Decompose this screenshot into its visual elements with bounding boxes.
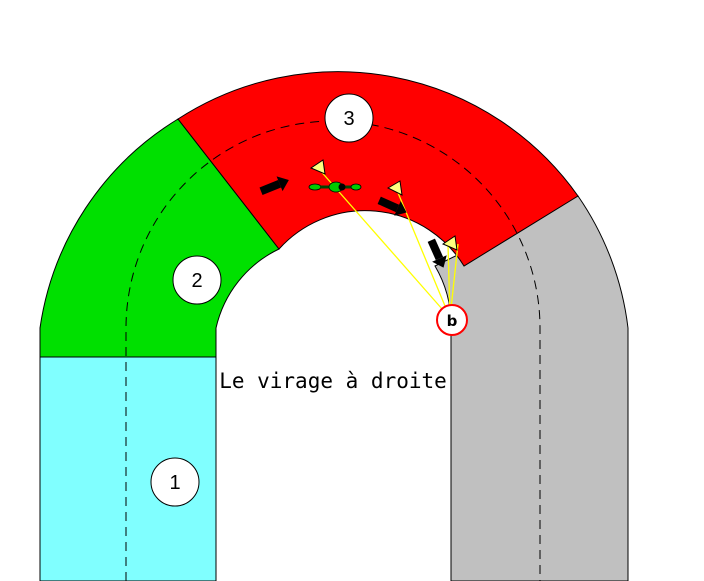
svg-text:3: 3	[343, 108, 354, 130]
svg-text:1: 1	[169, 472, 180, 494]
zone-label-2: 2	[172, 255, 222, 305]
zone-label-1: 1	[150, 457, 200, 507]
cone-icon	[386, 180, 403, 196]
cone-icon	[441, 235, 458, 251]
direction-arrow-icon	[377, 196, 407, 216]
zone-2-curve-entry	[39, 118, 280, 358]
zone-3-curve-apex	[177, 71, 579, 267]
svg-text:b: b	[447, 312, 458, 330]
direction-arrow-icon	[259, 176, 289, 195]
zone-label-3: 3	[324, 93, 374, 143]
diagram-title: Le virage à droite	[219, 369, 447, 393]
direction-arrows	[259, 176, 447, 268]
observer-b: b	[436, 304, 468, 336]
motorcycle-icon	[308, 181, 362, 193]
cone-icon	[309, 159, 326, 175]
svg-text:2: 2	[191, 270, 202, 292]
direction-arrow-icon	[427, 238, 447, 268]
cones	[309, 159, 458, 251]
